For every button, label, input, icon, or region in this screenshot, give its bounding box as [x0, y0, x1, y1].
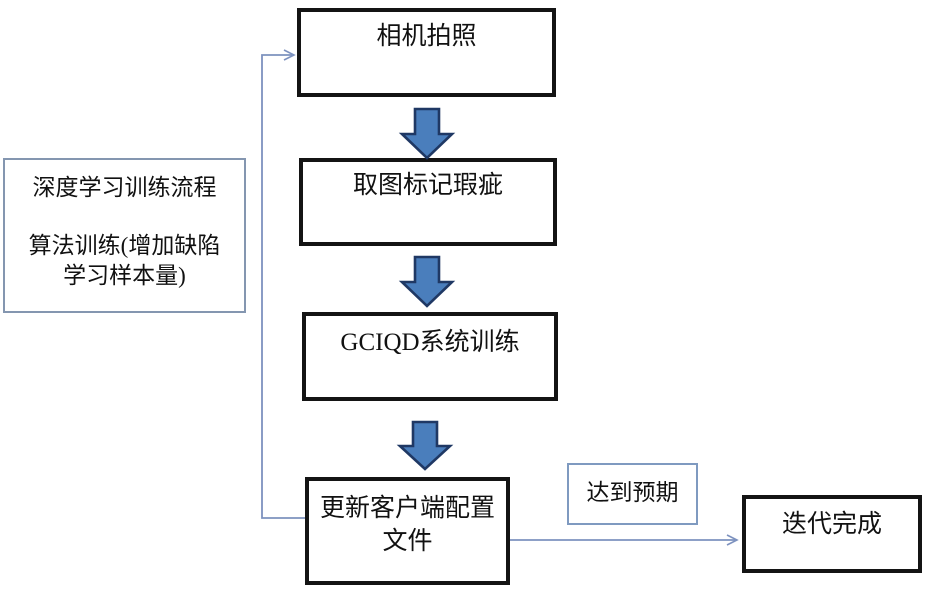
feedback-loop-arrow — [261, 49, 305, 519]
process-label-box: 深度学习训练流程 算法训练(增加缺陷 学习样本量) — [3, 158, 246, 313]
node-gciqd-training: GCIQD系统训练 — [302, 312, 558, 401]
block-arrow-down-icon — [398, 107, 456, 160]
block-arrow-down-icon — [396, 420, 454, 471]
node-camera-capture-label: 相机拍照 — [376, 23, 477, 50]
node-gciqd-training-label: GCIQD系统训练 — [340, 329, 520, 356]
node-update-client-config-label: 更新客户端配置文件 — [319, 495, 495, 555]
node-mark-defects: 取图标记瑕疵 — [299, 158, 557, 246]
node-update-client-config: 更新客户端配置文件 — [305, 477, 510, 585]
condition-label-box: 达到预期 — [567, 463, 698, 525]
process-label-line2: 算法训练(增加缺陷 — [28, 233, 221, 259]
condition-label: 达到预期 — [586, 480, 679, 505]
process-label-line3: 学习样本量) — [63, 262, 186, 288]
node-iteration-done-label: 迭代完成 — [781, 511, 882, 538]
block-arrow-down-icon — [398, 255, 456, 308]
process-label-line1: 深度学习训练流程 — [32, 175, 217, 200]
node-camera-capture: 相机拍照 — [297, 8, 556, 97]
paragraph-gap — [5, 202, 244, 231]
node-iteration-done: 迭代完成 — [742, 495, 922, 573]
node-mark-defects-label: 取图标记瑕疵 — [352, 172, 503, 199]
